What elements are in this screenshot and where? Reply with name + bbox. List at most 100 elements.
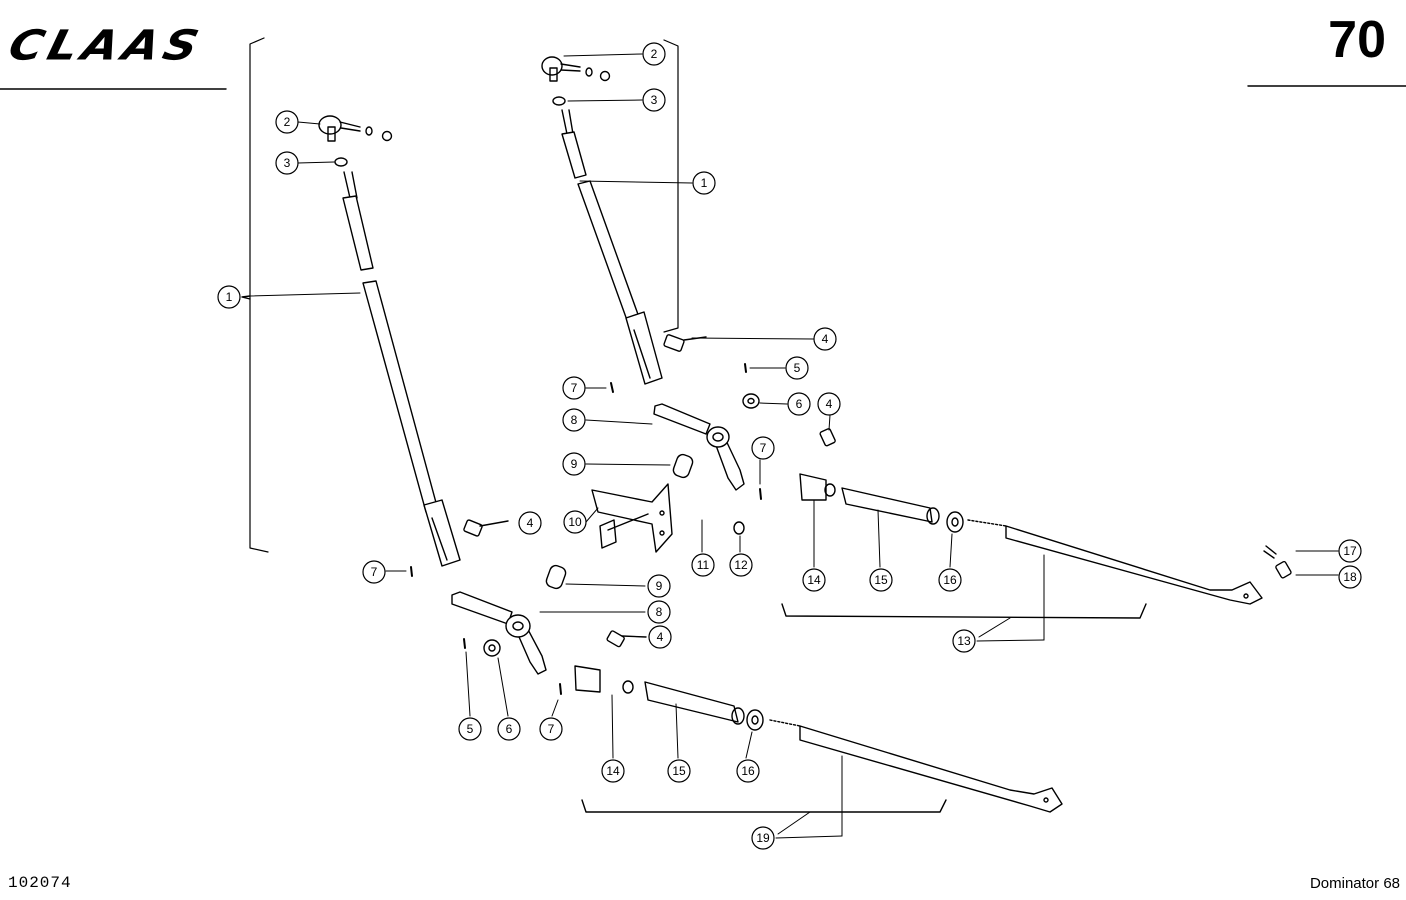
bushing-icon <box>545 564 567 590</box>
callout-label: 13 <box>957 634 971 648</box>
callout-c1a: 1 <box>217 285 241 309</box>
callout-c9b: 9 <box>647 574 671 598</box>
callout-c8a: 8 <box>562 408 586 432</box>
lever-icon <box>653 403 745 491</box>
callout-c6b: 6 <box>497 717 521 741</box>
callout-label: 1 <box>226 290 233 304</box>
pin-icon <box>559 683 562 695</box>
document-number: 102074 <box>8 874 72 892</box>
callout-label: 10 <box>568 515 582 529</box>
ball-joint-icon <box>541 56 611 82</box>
callout-c4a: 4 <box>813 327 837 351</box>
nut-icon <box>334 157 348 167</box>
right-rod-assembly <box>541 39 693 385</box>
callout-label: 7 <box>760 441 767 455</box>
callout-label: 5 <box>794 361 801 375</box>
callout-label: 1 <box>701 176 708 190</box>
callout-label: 3 <box>284 156 291 170</box>
bolt-icon <box>463 519 509 537</box>
bolt-icon <box>819 428 836 447</box>
callout-c10: 10 <box>563 510 587 534</box>
callout-label: 8 <box>571 413 578 427</box>
callout-c18: 18 <box>1338 565 1362 589</box>
callout-c11: 11 <box>691 553 715 577</box>
callout-label: 14 <box>606 764 620 778</box>
bolt-icon <box>1275 560 1292 579</box>
callout-c15a: 15 <box>869 568 893 592</box>
callout-c14b: 14 <box>601 759 625 783</box>
pin-icon <box>759 488 762 500</box>
callout-c15b: 15 <box>667 759 691 783</box>
callout-label: 8 <box>656 605 663 619</box>
callout-c17: 17 <box>1338 539 1362 563</box>
ball-joint-icon <box>318 115 393 142</box>
washer-icon <box>483 639 501 657</box>
callout-label: 18 <box>1343 570 1357 584</box>
callout-label: 5 <box>467 722 474 736</box>
callout-c2b: 2 <box>642 42 666 66</box>
left-rod-assembly <box>241 37 461 567</box>
bushing-icon <box>672 453 694 479</box>
callout-c13: 13 <box>952 629 976 653</box>
callout-c7d: 7 <box>539 717 563 741</box>
cotter-pin-icon <box>1263 545 1277 559</box>
callout-c19: 19 <box>751 826 775 850</box>
callout-label: 16 <box>943 573 957 587</box>
callout-label: 6 <box>506 722 513 736</box>
callout-label: 9 <box>571 457 578 471</box>
washer-icon <box>733 521 745 535</box>
callout-c4b: 4 <box>817 392 841 416</box>
callout-label: 7 <box>548 722 555 736</box>
model-name: Dominator 68 <box>1309 875 1400 892</box>
callout-label: 4 <box>527 516 534 530</box>
callout-c6a: 6 <box>787 392 811 416</box>
nut-icon <box>552 96 566 106</box>
callout-label: 7 <box>571 381 578 395</box>
callout-label: 9 <box>656 579 663 593</box>
callout-label: 2 <box>284 115 291 129</box>
callout-label: 2 <box>651 47 658 61</box>
pin-icon <box>744 363 747 373</box>
callout-label: 7 <box>371 565 378 579</box>
callout-c16b: 16 <box>736 759 760 783</box>
page-number: 70 <box>1328 11 1386 69</box>
callout-label: 15 <box>672 764 686 778</box>
callout-c4c: 4 <box>518 511 542 535</box>
callout-label: 12 <box>734 558 748 572</box>
callout-c7a: 7 <box>562 376 586 400</box>
callout-c12: 12 <box>729 553 753 577</box>
callout-label: 19 <box>756 831 770 845</box>
callout-c7b: 7 <box>751 436 775 460</box>
callout-c4d: 4 <box>648 625 672 649</box>
callout-c5a: 5 <box>785 356 809 380</box>
callout-label: 14 <box>807 573 821 587</box>
callout-c3a: 3 <box>275 151 299 175</box>
callout-c7c: 7 <box>362 560 386 584</box>
callout-c8b: 8 <box>647 600 671 624</box>
callout-label: 15 <box>874 573 888 587</box>
upper-adjuster-assembly <box>781 473 1263 642</box>
callout-label: 11 <box>697 558 710 572</box>
callout-c1b: 1 <box>692 171 716 195</box>
callout-label: 17 <box>1343 544 1357 558</box>
lever-icon <box>451 591 547 675</box>
callout-label: 4 <box>826 397 833 411</box>
callout-label: 4 <box>657 630 664 644</box>
pin-icon <box>610 382 614 393</box>
washer-icon <box>742 393 760 409</box>
callout-c14a: 14 <box>802 568 826 592</box>
callout-c9a: 9 <box>562 452 586 476</box>
callout-c16a: 16 <box>938 568 962 592</box>
lower-adjuster-assembly <box>574 665 1063 839</box>
bracket-plate-icon <box>591 483 673 553</box>
pin-icon <box>410 566 413 577</box>
callout-label: 6 <box>796 397 803 411</box>
pin-icon <box>463 638 466 649</box>
callout-c2a: 2 <box>275 110 299 134</box>
callout-c3b: 3 <box>642 88 666 112</box>
bolt-icon <box>663 334 707 352</box>
callout-label: 4 <box>822 332 829 346</box>
